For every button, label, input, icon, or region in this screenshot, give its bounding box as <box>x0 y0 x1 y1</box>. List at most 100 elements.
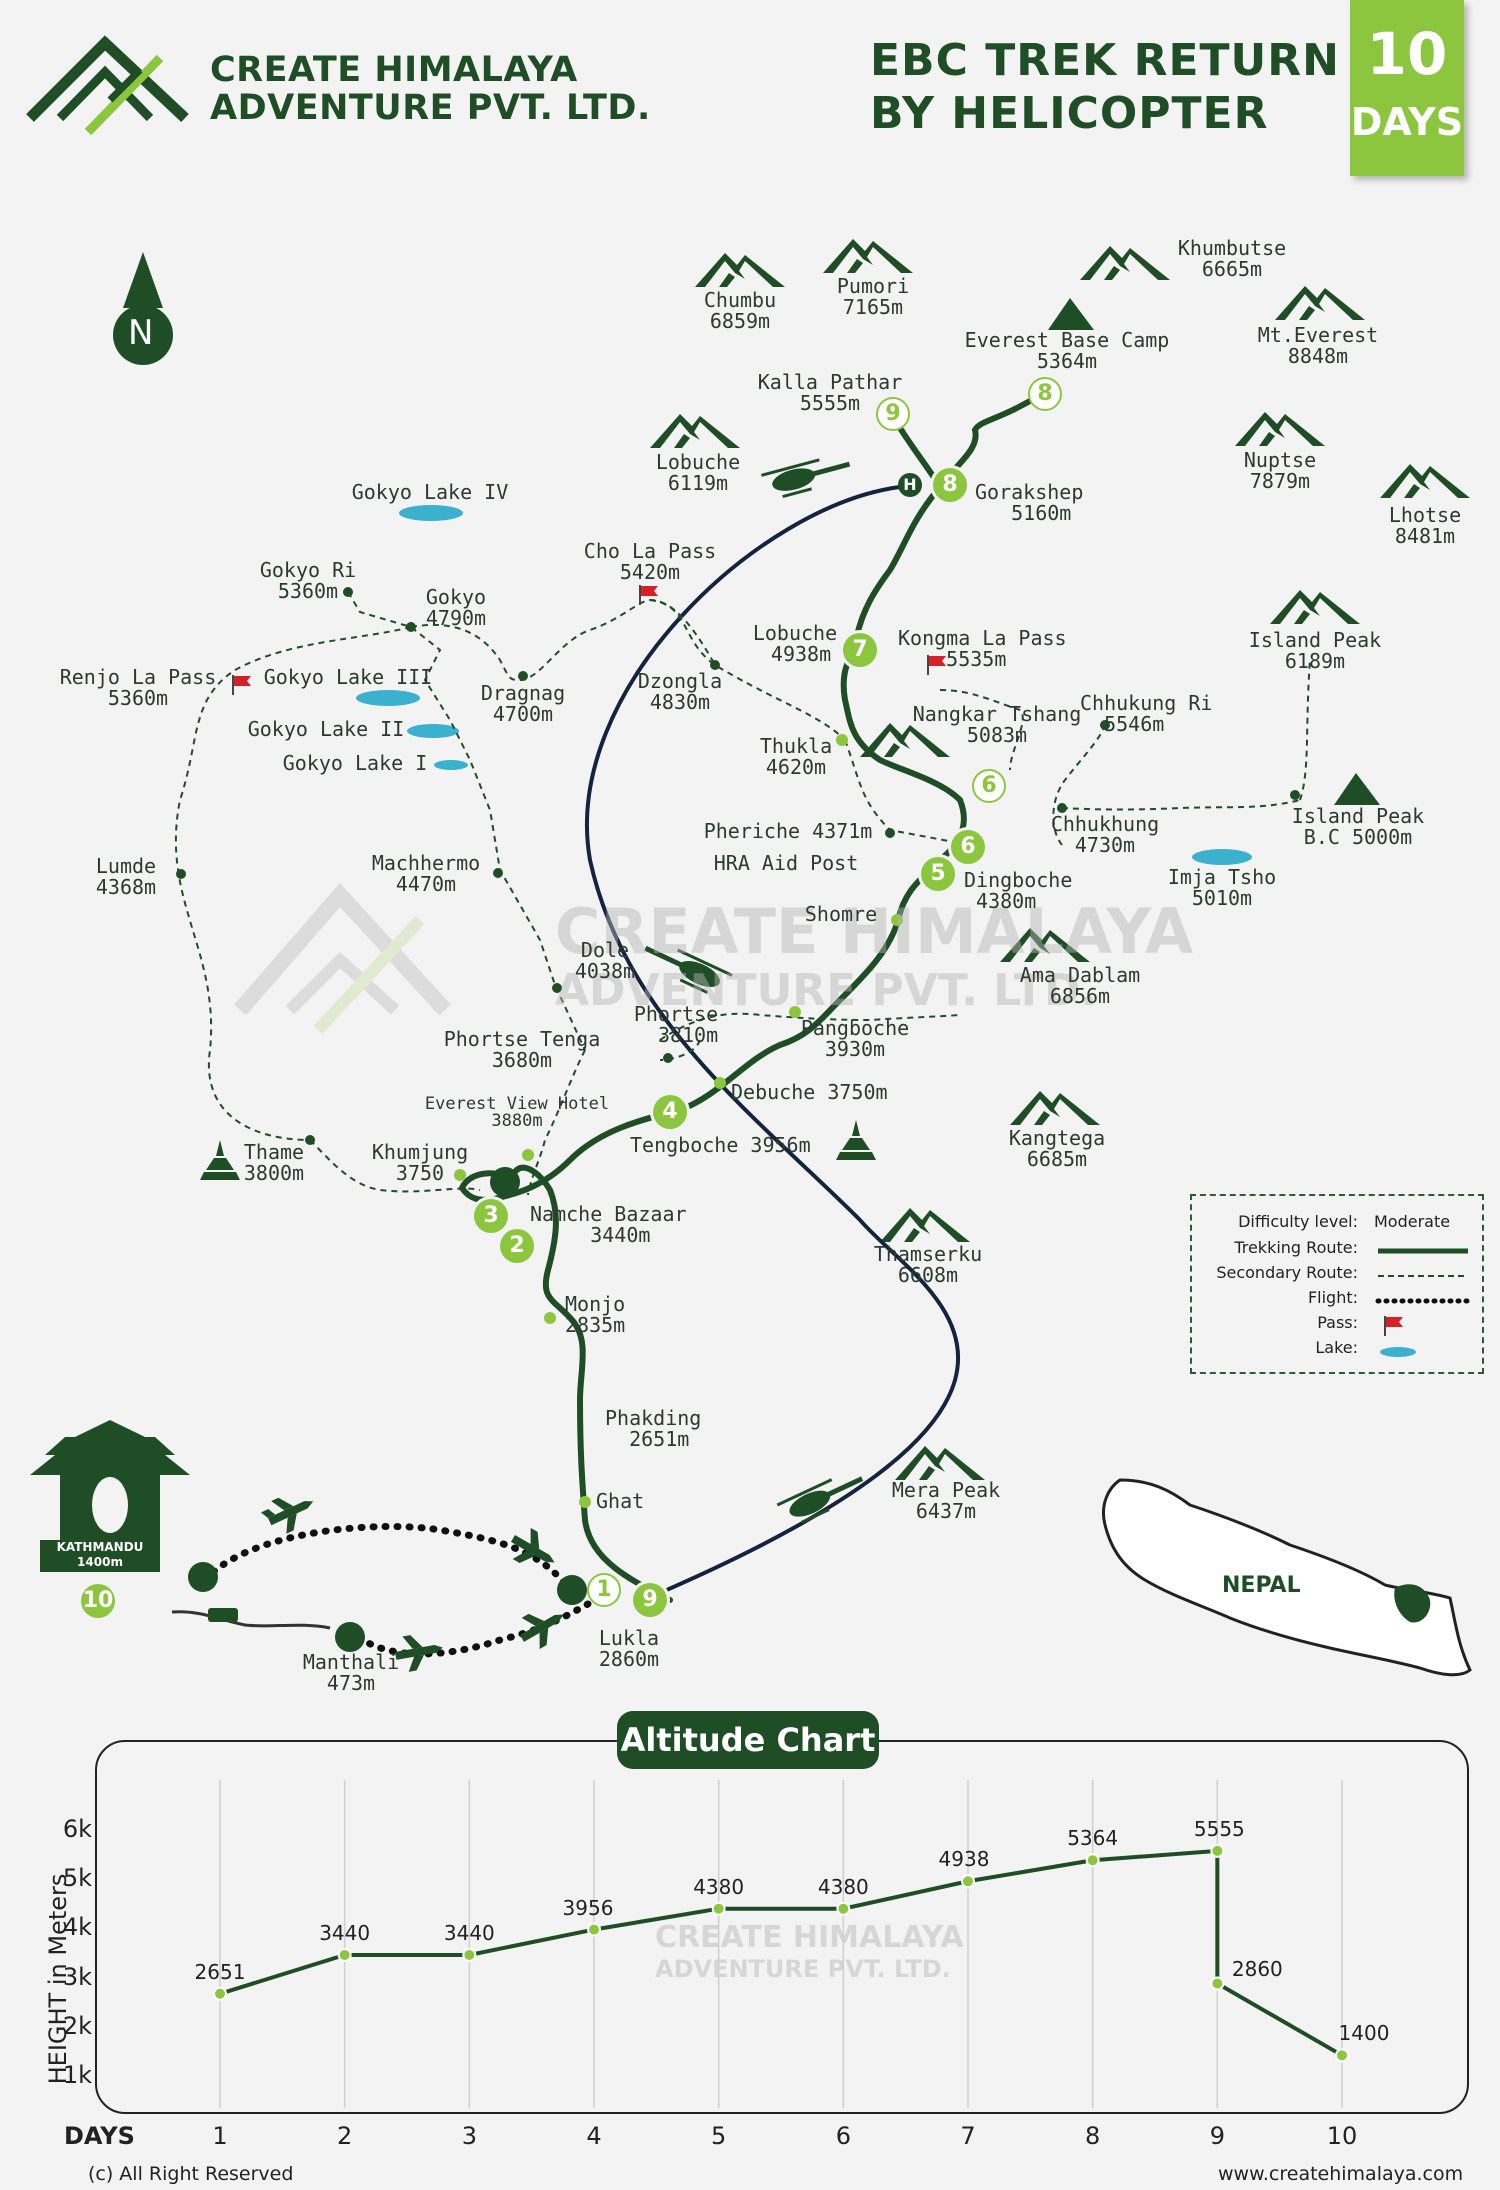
chart-y-tick: 2k <box>62 2011 92 2040</box>
chart-data-label: 4380 <box>817 1874 869 1899</box>
place-label-debuche: Debuche 3750m <box>731 1080 888 1104</box>
helicopter-route <box>585 485 961 1597</box>
place-label-namche: Namche Bazaar 3440m <box>530 1202 687 1247</box>
chart-data-label: 2651 <box>194 1959 246 1984</box>
lake-icons <box>356 505 1252 865</box>
watermark-line2: ADVENTURE PVT. LTD. <box>555 965 1098 1016</box>
place-label-gokyo-lake-4: Gokyo Lake IV <box>351 480 509 504</box>
days-badge-number: 10 <box>1366 20 1448 88</box>
days-badge: 10 DAYS <box>1350 0 1464 176</box>
secondary-routes <box>175 591 1311 1196</box>
place-label-dingboche: Dingboche 4380m <box>964 868 1073 913</box>
chart-point <box>1335 2048 1349 2063</box>
chart-data-label: 4938 <box>938 1847 990 1872</box>
compass-letter: N <box>128 313 154 353</box>
place-label-ghat: Ghat <box>596 1489 645 1513</box>
day-marker-6: 6 <box>951 830 985 864</box>
chart-point <box>1210 1976 1225 1991</box>
days-badge-label: DAYS <box>1350 100 1464 144</box>
north-compass-icon <box>113 252 173 365</box>
legend-lake-key: Lake: <box>1315 1338 1358 1357</box>
trail-points <box>176 587 1300 1145</box>
brand-name-line1: CREATE HIMALAYA <box>210 50 578 90</box>
place-label-pheriche: Pheriche 4371m <box>703 819 873 843</box>
day-marker-5: 5 <box>921 857 955 891</box>
day-marker-3: 3 <box>474 1199 508 1233</box>
day-marker-6: 6 <box>972 769 1006 803</box>
chart-x-tick: 2 <box>337 2122 353 2150</box>
chart-y-tick: 3k <box>62 1962 92 1991</box>
place-label-lobuche-village: Lobuche 4938m <box>752 621 838 666</box>
helicopter-icons <box>644 458 864 1524</box>
place-label-shomre: Shomre <box>804 902 878 926</box>
chart-y-tick: 6k <box>62 1815 92 1843</box>
chart-data-label: 1400 <box>1338 2021 1390 2046</box>
place-label-gorakshep: Gorakshep 5160m <box>975 480 1084 525</box>
plane-icons <box>188 1167 587 1672</box>
place-label-gokyo-lake-2: Gokyo Lake II <box>247 717 405 741</box>
chart-data-label: 5364 <box>1067 1826 1119 1851</box>
day-marker-8: 8 <box>933 468 967 502</box>
chart-x-tick: 7 <box>960 2122 976 2150</box>
day-marker-7: 7 <box>843 633 877 667</box>
brand-name-line2: ADVENTURE PVT. LTD. <box>210 88 651 128</box>
chart-x-tick: 8 <box>1085 2122 1101 2150</box>
chart-x-tick: 9 <box>1209 2122 1225 2150</box>
legend-flight-key: Flight: <box>1307 1288 1358 1307</box>
place-label-phakding: Phakding 2651m <box>605 1406 702 1451</box>
chart-watermark-line2: ADVENTURE PVT. LTD. <box>655 1955 951 1983</box>
chart-data-label: 3440 <box>319 1920 371 1945</box>
day-marker-4: 4 <box>653 1095 687 1129</box>
chart-x-tick: 10 <box>1326 2122 1358 2150</box>
chart-y-tick: 5k <box>62 1864 92 1893</box>
chart-data-label: 3440 <box>443 1920 495 1945</box>
chart-x-tick: 3 <box>461 2122 477 2150</box>
main-trek-route <box>458 392 1043 1603</box>
road-line <box>171 1610 331 1630</box>
brand-logo-icon <box>26 35 189 136</box>
day-marker-9: 9 <box>633 1583 667 1617</box>
day-marker-1: 1 <box>587 1573 621 1607</box>
legend-difficulty-value: Moderate <box>1374 1212 1451 1231</box>
chart-x-tick: 4 <box>586 2122 602 2150</box>
legend-trekking-key: Trekking Route: <box>1234 1238 1358 1257</box>
chart-x-axis-label: DAYS <box>64 2122 135 2150</box>
day-marker-9: 9 <box>876 397 910 431</box>
footer-website-link[interactable]: www.createhimalaya.com <box>1218 2163 1464 2185</box>
place-label-tengboche: Tengboche 3956m <box>630 1133 811 1157</box>
day-marker-8: 8 <box>1028 377 1062 411</box>
place-label-chhukung-ri: Chhukung Ri 5546m <box>1080 691 1213 736</box>
trail-points-green <box>454 734 903 1508</box>
chart-point <box>836 1901 851 1916</box>
chart-point <box>462 1947 477 1962</box>
nepal-label: NEPAL <box>1222 1573 1301 1598</box>
chart-watermark-line1: CREATE HIMALAYA <box>655 1920 964 1955</box>
